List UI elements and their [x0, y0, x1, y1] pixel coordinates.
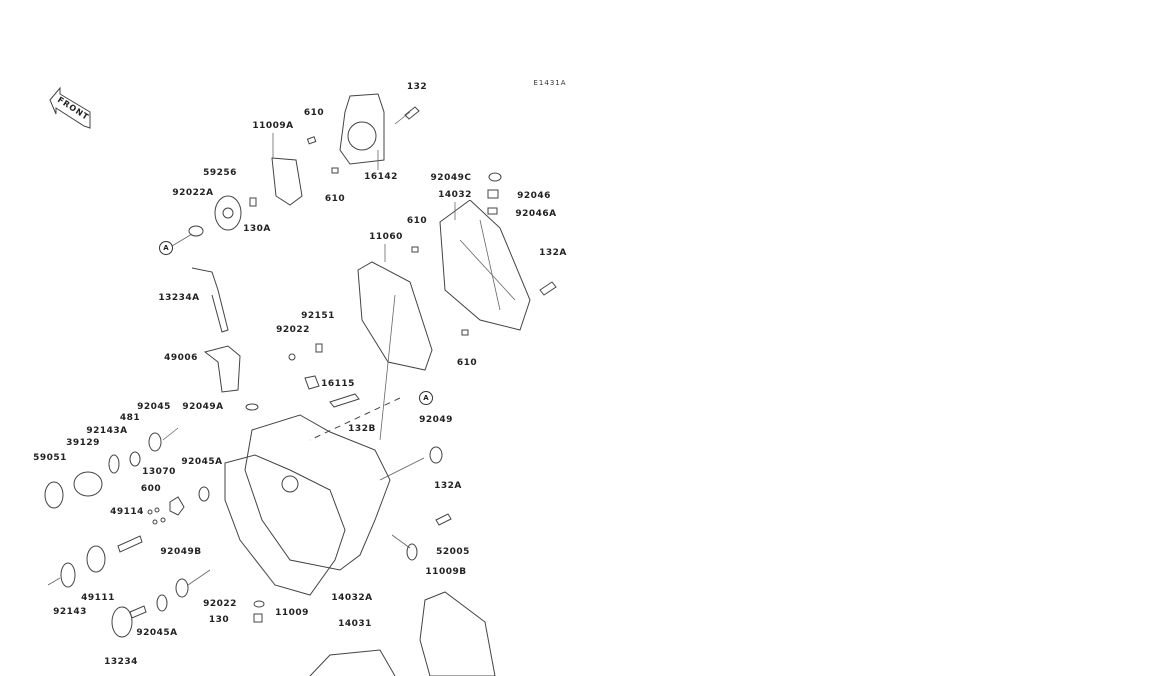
part-label: 11009B: [424, 567, 468, 577]
part-label: 13234A: [157, 293, 201, 303]
part-label: 132: [405, 82, 429, 92]
part-label: 59051: [32, 453, 68, 463]
gasket-11009b-part: [419, 591, 496, 676]
part-label: 130: [207, 615, 231, 625]
diagram-code: E1431A: [533, 79, 567, 87]
part-label: 59256: [202, 168, 238, 178]
part-label: 610: [405, 216, 429, 226]
ref-marker-a: A: [419, 391, 433, 405]
housing-49006-part: [203, 345, 241, 393]
part-label: 92022: [275, 325, 311, 335]
part-label: 132A: [433, 481, 463, 491]
part-label: 132A: [538, 248, 568, 258]
part-label: 14031: [337, 619, 373, 629]
part-label: 600: [139, 484, 163, 494]
part-label: 14032: [437, 190, 473, 200]
part-label: 92049C: [429, 173, 473, 183]
part-label: 14032A: [330, 593, 374, 603]
part-label: 92045: [136, 402, 172, 412]
impeller-part: [214, 195, 242, 231]
part-label: 13234: [103, 657, 139, 667]
part-label: 92049A: [181, 402, 225, 412]
part-label: 610: [302, 108, 326, 118]
gasket-11060-part: [357, 261, 433, 371]
part-label: 92022: [202, 599, 238, 609]
front-arrow-icon: [49, 86, 91, 129]
part-label: 92046A: [514, 209, 558, 219]
part-label: 92045A: [135, 628, 179, 638]
part-label: 92045A: [180, 457, 224, 467]
part-label: 92143: [52, 607, 88, 617]
part-label: 49114: [109, 507, 145, 517]
ref-marker-a: A: [159, 241, 173, 255]
part-label: 92049: [418, 415, 454, 425]
cover-14031-part: [309, 649, 396, 676]
main-cover-part: [244, 414, 391, 571]
part-label: 16115: [320, 379, 356, 389]
part-label: 11009A: [251, 121, 295, 131]
part-label: 610: [455, 358, 479, 368]
part-label: 92022A: [171, 188, 215, 198]
part-label: 92151: [300, 311, 336, 321]
part-label: 481: [118, 413, 142, 423]
part-label: 11009: [274, 608, 310, 618]
part-label: 610: [323, 194, 347, 204]
part-label: 49006: [163, 353, 199, 363]
part-label: 92049B: [159, 547, 203, 557]
part-label: 49111: [80, 593, 116, 603]
part-label: 130A: [242, 224, 272, 234]
shaft-13234a-part: [191, 267, 229, 333]
part-label: 52005: [435, 547, 471, 557]
part-label: 39129: [65, 438, 101, 448]
part-label: 11060: [368, 232, 404, 242]
part-label: 16142: [363, 172, 399, 182]
part-label: 92143A: [85, 426, 129, 436]
gasket-11009-part: [224, 454, 346, 596]
clutch-cover-14032-part: [439, 199, 531, 331]
gasket-11009a-part: [271, 157, 303, 206]
water-pump-cover-part: [339, 93, 420, 170]
part-label: 13070: [141, 467, 177, 477]
part-label: 92046: [516, 191, 552, 201]
part-label: 132B: [347, 424, 377, 434]
